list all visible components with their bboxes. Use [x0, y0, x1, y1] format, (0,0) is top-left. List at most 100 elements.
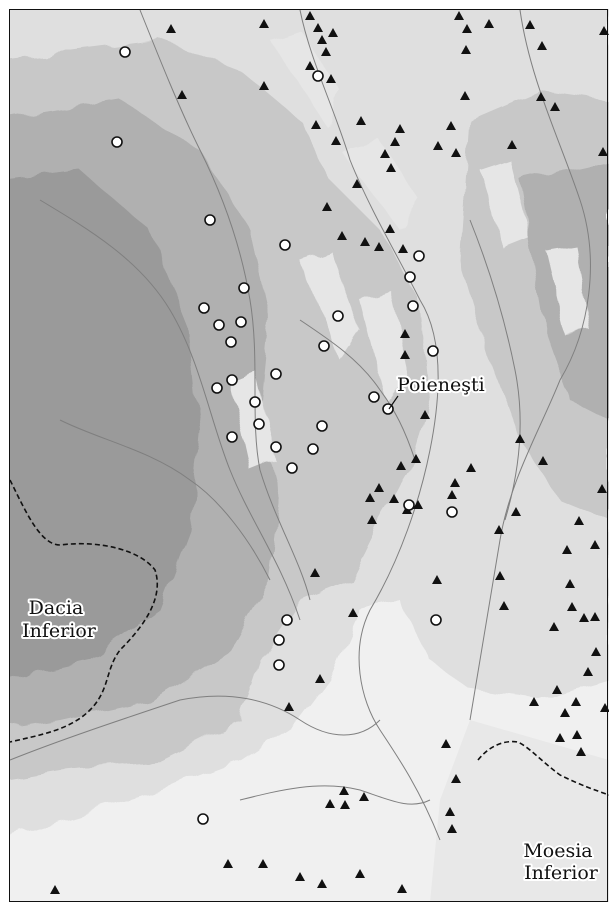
site-triangle	[400, 329, 410, 338]
site-triangle	[337, 231, 347, 240]
site-triangle	[560, 708, 570, 717]
settlement-circle	[430, 614, 442, 626]
site-triangle	[562, 545, 572, 554]
site-triangle	[374, 242, 384, 251]
site-triangle	[446, 121, 456, 130]
site-triangle	[413, 500, 423, 509]
site-triangle	[395, 124, 405, 133]
site-triangle	[461, 45, 471, 54]
site-triangle	[380, 149, 390, 158]
settlement-circle	[286, 462, 298, 474]
river-west-2	[39, 199, 301, 621]
site-triangle	[507, 140, 517, 149]
site-triangle	[451, 774, 461, 783]
site-triangle	[313, 23, 323, 32]
site-triangle	[340, 800, 350, 809]
site-triangle	[576, 747, 586, 756]
site-triangle	[223, 859, 233, 868]
settlement-circles	[111, 46, 458, 825]
dacia-inferior-label: Dacia Inferior	[22, 597, 97, 642]
site-triangle	[317, 35, 327, 44]
settlement-circle	[318, 340, 330, 352]
site-triangle	[315, 674, 325, 683]
settlement-circle	[403, 499, 415, 511]
site-triangle	[390, 137, 400, 146]
site-triangle	[511, 507, 521, 516]
settlement-circle	[235, 316, 247, 328]
site-triangle	[295, 872, 305, 881]
site-triangle	[166, 24, 176, 33]
site-triangle	[396, 461, 406, 470]
site-triangle	[352, 179, 362, 188]
site-triangle	[385, 224, 395, 233]
site-triangle	[305, 11, 315, 20]
site-triangle	[420, 410, 430, 419]
site-triangle	[583, 667, 593, 676]
site-triangle	[331, 136, 341, 145]
site-triangle	[400, 350, 410, 359]
settlement-circle	[249, 396, 261, 408]
rivers-layer	[9, 9, 591, 841]
site-triangle	[555, 733, 565, 742]
settlement-circle	[427, 345, 439, 357]
moesia-inferior-line-2: Inferior	[524, 862, 599, 884]
poienesti-label: Poieneşti	[397, 374, 485, 396]
site-triangle	[538, 456, 548, 465]
settlement-circle	[198, 302, 210, 314]
site-triangle	[360, 237, 370, 246]
settlement-circle	[279, 239, 291, 251]
river-lower	[239, 785, 431, 805]
site-triangle	[322, 202, 332, 211]
site-triangle	[259, 19, 269, 28]
dacia-inferior-line-1: Dacia	[29, 597, 84, 619]
site-triangle	[328, 28, 338, 37]
site-triangle	[359, 792, 369, 801]
site-triangle	[259, 81, 269, 90]
site-triangle	[389, 494, 399, 503]
settlement-circle	[204, 214, 216, 226]
site-triangle	[515, 434, 525, 443]
site-triangle	[529, 697, 539, 706]
site-triangle	[447, 490, 457, 499]
site-triangle	[258, 859, 268, 868]
site-triangle	[365, 493, 375, 502]
settlement-circle	[111, 136, 123, 148]
delta-zone	[430, 720, 609, 902]
river-prut	[469, 9, 591, 721]
site-triangle	[397, 884, 407, 893]
site-triangle	[451, 148, 461, 157]
river-east-2	[469, 219, 521, 521]
settlement-circle	[273, 634, 285, 646]
settlement-circle	[253, 418, 265, 430]
river-west-3	[59, 419, 271, 581]
site-triangle	[484, 19, 494, 28]
dacia-inferior-boundary	[9, 479, 158, 743]
site-triangle	[525, 20, 535, 29]
site-triangle	[177, 90, 187, 99]
settlement-circle	[407, 300, 419, 312]
site-triangle	[574, 516, 584, 525]
site-triangle	[598, 147, 608, 156]
settlement-circle	[270, 441, 282, 453]
river-south	[9, 695, 381, 761]
site-triangle	[450, 478, 460, 487]
site-triangle	[325, 799, 335, 808]
site-triangle	[565, 579, 575, 588]
site-triangle	[460, 91, 470, 100]
settlement-circle	[225, 336, 237, 348]
settlement-circle	[213, 319, 225, 331]
site-triangle	[432, 575, 442, 584]
river-siret	[299, 9, 441, 841]
river-mid	[299, 319, 416, 461]
site-triangle	[321, 47, 331, 56]
settlement-circle	[238, 282, 250, 294]
ridge-streaks	[230, 30, 590, 470]
site-triangle	[317, 879, 327, 888]
site-triangle	[305, 61, 315, 70]
settlement-circle	[273, 659, 285, 671]
site-triangle	[495, 571, 505, 580]
site-triangle	[348, 608, 358, 617]
poienesti-leader-line	[388, 395, 399, 410]
